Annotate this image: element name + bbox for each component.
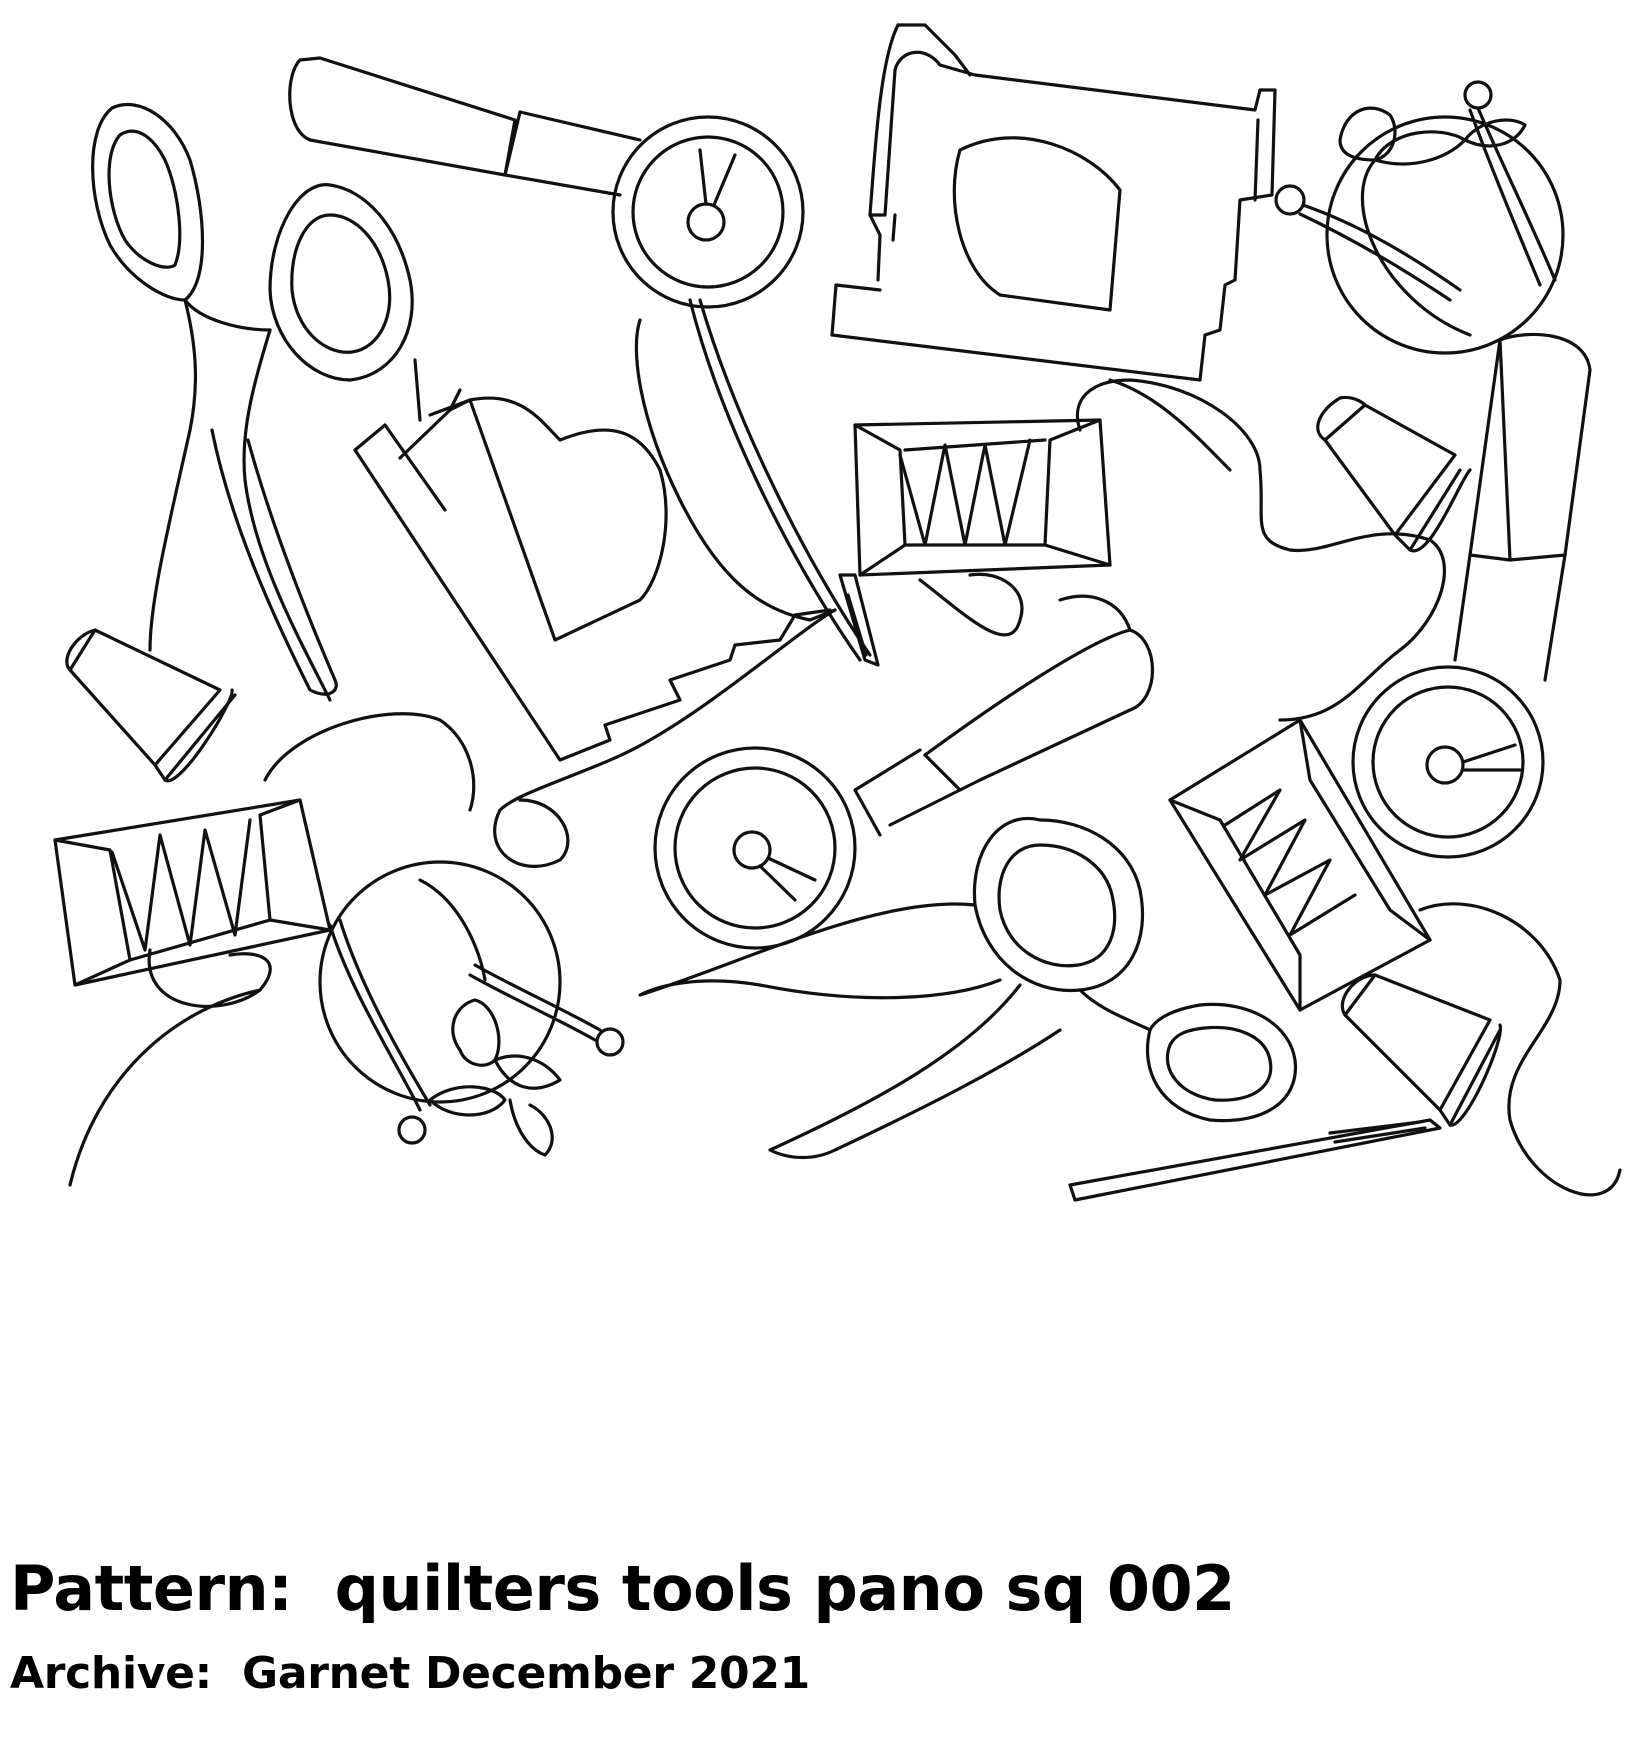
archive-name: Garnet December 2021	[242, 1648, 810, 1699]
archive-label: Archive:	[10, 1648, 212, 1699]
sewing-machine-icon	[830, 23, 1277, 382]
thread-loop-line	[68, 378, 1622, 1197]
thread-spool-icon	[1168, 718, 1432, 1012]
pattern-name: quilters tools pano sq 002	[334, 1552, 1236, 1625]
thread-spool-icon	[53, 712, 476, 987]
pincushion-icon	[318, 860, 625, 1157]
thread-spool-icon	[853, 418, 1112, 577]
thimble-icon	[1316, 395, 1472, 553]
scissors-icon	[638, 816, 1298, 1160]
pincushion-icon	[1274, 80, 1565, 355]
thimble-icon	[65, 628, 237, 783]
archive-info: Archive: Garnet December 2021	[10, 1648, 810, 1699]
sewing-machine-icon	[353, 318, 837, 762]
needle-icon	[838, 573, 880, 667]
quilting-pattern-artwork	[53, 23, 1622, 1202]
thimble-icon	[1340, 973, 1502, 1127]
needle-icon	[1068, 1118, 1442, 1202]
rotary-cutter-icon	[1351, 332, 1592, 859]
pattern-title: Pattern: quilters tools pano sq 002	[10, 1552, 1235, 1625]
rotary-cutter-icon	[288, 56, 872, 662]
scissors-icon	[91, 102, 414, 702]
pattern-label: Pattern:	[10, 1552, 293, 1625]
rotary-cutter-icon	[653, 594, 1155, 950]
